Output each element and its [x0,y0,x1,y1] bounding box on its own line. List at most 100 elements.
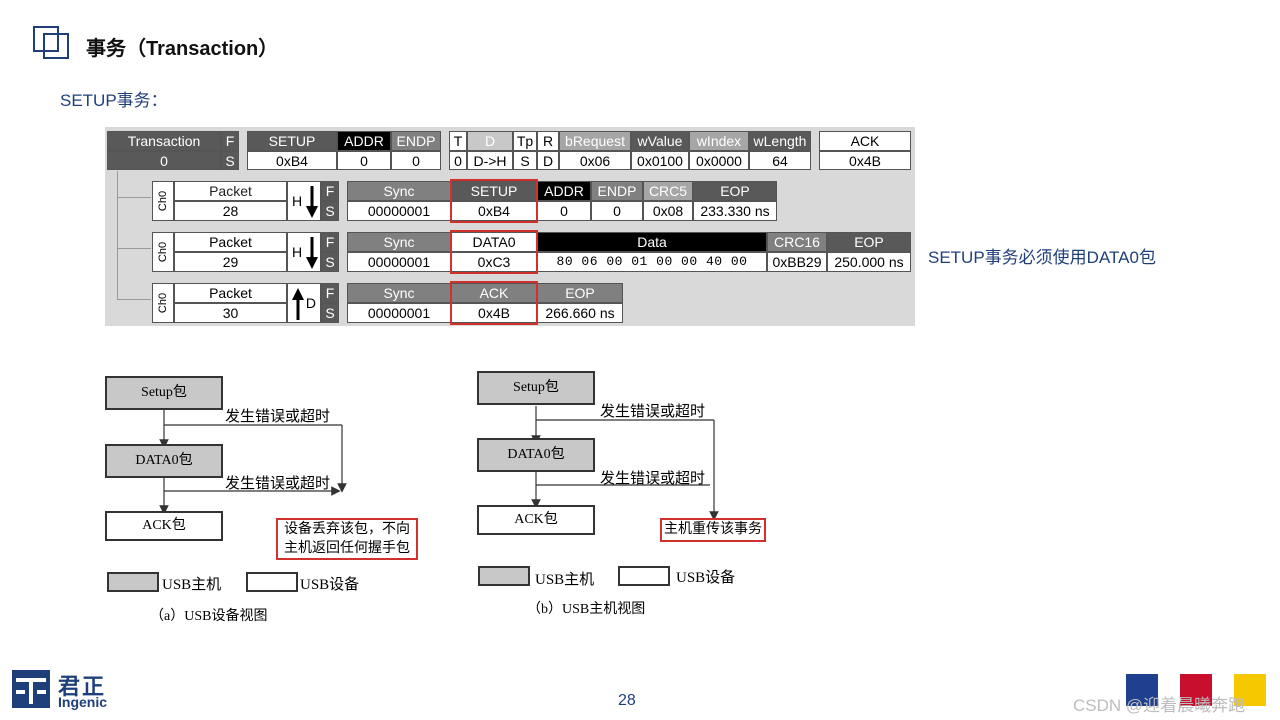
hdr-data: Data [537,232,767,252]
data0-packet-box: DATA0包 [477,438,595,472]
hdr-transaction: Transaction [107,131,221,151]
val-sync: 00000001 [347,201,451,221]
hdr-eop: EOP [693,181,777,201]
error-timeout-label: 发生错误或超时 [600,471,706,487]
brand-name-en: Ingenic [58,694,108,710]
legend-host-label: USB主机 [162,577,222,593]
direction-label: H [292,244,303,260]
ingenic-logo-icon [12,670,50,708]
channel-label: Ch0 [152,232,174,272]
note-line: 设备丢弃该包，不向 [284,522,410,537]
val-s: S [221,151,239,170]
hdr-tp: Tp [513,131,537,151]
legend-host-label: USB主机 [535,572,595,588]
diagram-a-caption: （a）USB设备视图 [150,609,268,624]
setup-packet-box: Setup包 [477,371,595,405]
corner-red-square [1180,674,1212,706]
hdr-setup: SETUP [247,131,337,151]
diagram-b-connectors [531,406,719,521]
diagram-b-caption: （b）USB主机视图 [527,602,646,617]
direction-cell: H [287,232,321,272]
legend-host-swatch [107,572,159,592]
val-data0: 0xC3 [451,252,537,272]
hdr-d: D [467,131,513,151]
packet-label: Packet [174,283,287,303]
data0-highlight-box [450,230,538,274]
val-endp: 0 [591,201,643,221]
val-eop: 266.660 ns [537,303,623,323]
hdr-wlength: wLength [749,131,811,151]
ack-packet-box: ACK包 [477,505,595,535]
hdr-setup-pid: SETUP [451,181,537,201]
error-timeout-label: 发生错误或超时 [600,404,706,420]
val-addr: 0 [537,201,591,221]
ack-highlight-box [450,281,538,325]
packet-label: Packet [174,232,287,252]
flag-s: S [321,303,339,323]
legend-device-label: USB设备 [300,577,360,593]
val-crc16: 0xBB29 [767,252,827,272]
section-subtitle: SETUP事务： [60,91,168,110]
packet-number: 28 [174,201,287,221]
legend-device-swatch [618,566,670,586]
direction-label: D [305,295,316,311]
val-r: D [537,151,559,170]
error-timeout-label: 发生错误或超时 [225,476,331,492]
val-brequest: 0x06 [559,151,631,170]
hdr-eop: EOP [827,232,911,252]
direction-label: H [292,193,303,209]
data0-packet-box: DATA0包 [105,444,223,478]
brand-name-cn: 君正 [58,674,107,699]
hdr-r: R [537,131,559,151]
corner-yellow-square [1234,674,1266,706]
val-setup: 0xB4 [247,151,337,170]
corner-blue-square [1126,674,1158,706]
val-windex: 0x0000 [689,151,749,170]
val-wvalue: 0x0100 [631,151,689,170]
hdr-eop: EOP [537,283,623,303]
flag-s: S [321,201,339,221]
error-timeout-label: 发生错误或超时 [225,409,331,425]
direction-cell: D [287,283,321,323]
packet-number: 30 [174,303,287,323]
hdr-crc5: CRC5 [643,181,693,201]
val-data: 80 06 00 01 00 00 40 00 [537,252,767,272]
val-sync: 00000001 [347,303,451,323]
hdr-f: F [221,131,239,151]
direction-cell: H [287,181,321,221]
packet-label: Packet [174,181,287,201]
hdr-ack: ACK [819,131,911,151]
hdr-sync: Sync [347,181,451,201]
hdr-sync: Sync [347,283,451,303]
hdr-ack: ACK [451,283,537,303]
val-endp: 0 [391,151,441,170]
hdr-wvalue: wValue [631,131,689,151]
val-crc5: 0x08 [643,201,693,221]
val-tp: S [513,151,537,170]
hdr-sync: Sync [347,232,451,252]
data0-note: SETUP事务必须使用DATA0包 [928,248,1156,267]
hdr-addr: ADDR [537,181,591,201]
flag-f: F [321,283,339,303]
hdr-endp: ENDP [391,131,441,151]
arrow-up-icon [292,288,304,320]
note-line: 主机返回任何握手包 [284,541,410,556]
ack-packet-box: ACK包 [105,511,223,541]
val-d: D->H [467,151,513,170]
val-t: 0 [449,151,467,170]
arrow-down-icon [306,186,318,218]
hdr-windex: wIndex [689,131,749,151]
channel-label: Ch0 [152,181,174,221]
val-addr: 0 [337,151,391,170]
page-number: 28 [618,692,636,709]
flag-f: F [321,232,339,252]
legend-host-swatch [478,566,530,586]
legend-device-swatch [246,572,298,592]
hdr-endp: ENDP [591,181,643,201]
setup-packet-box: Setup包 [105,376,223,410]
protocol-analyzer-capture: Transaction F SETUP ADDR ENDP T D Tp R b… [105,127,915,326]
flag-s: S [321,252,339,272]
val-wlength: 64 [749,151,811,170]
val-eop: 250.000 ns [827,252,911,272]
val-sync: 00000001 [347,252,451,272]
